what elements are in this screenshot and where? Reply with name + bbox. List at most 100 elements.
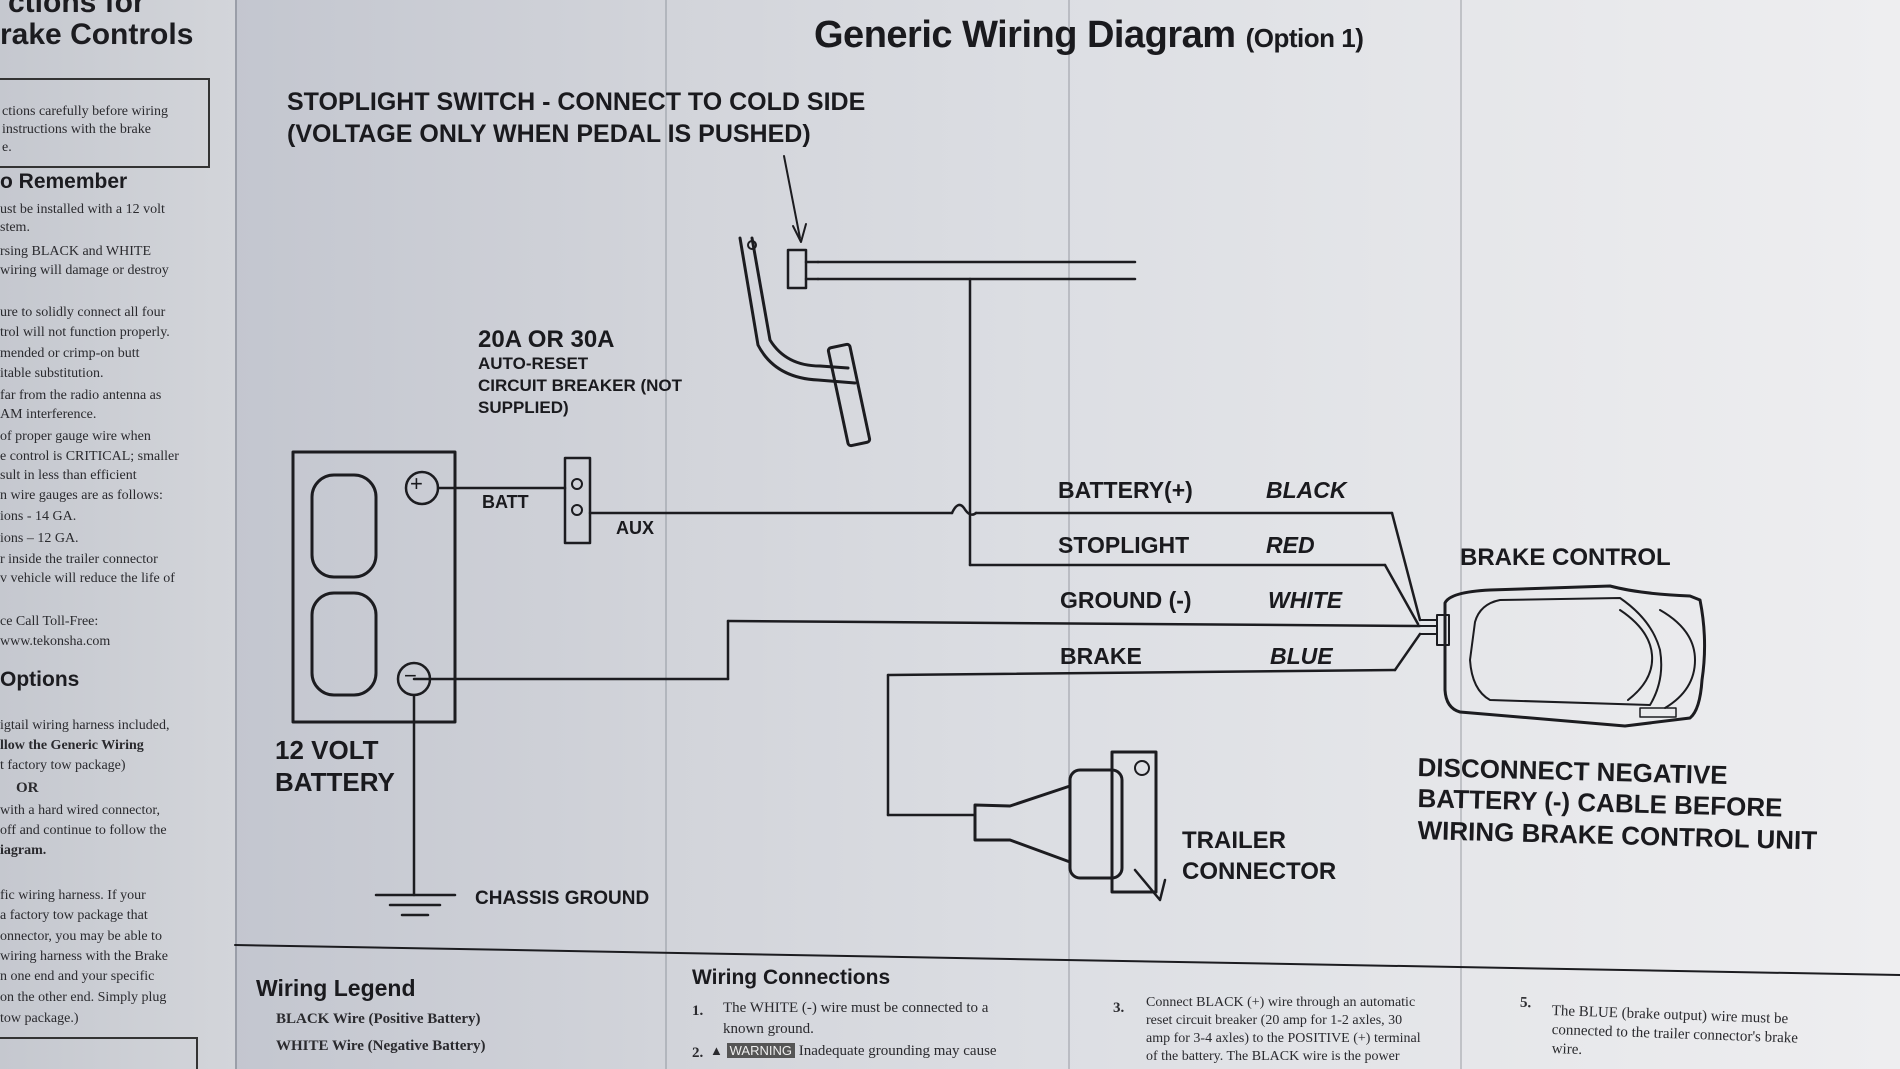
wire-color-blue: BLUE [1270, 643, 1333, 669]
diagram-frame-line [234, 944, 1900, 976]
options-heading: Options [0, 668, 80, 691]
intro-box: ctions carefully before wiring instructi… [0, 78, 210, 168]
battery-label-line1: 12 VOLT [275, 735, 379, 765]
remember-line: stem. [0, 220, 30, 235]
paper-fold [665, 0, 667, 1069]
wire-color-white: WHITE [1268, 587, 1343, 613]
brake-control-unit-icon [1443, 584, 1707, 728]
remember-line: ure to solidly connect all four [0, 305, 166, 320]
diagram-title-option: (Option 1) [1245, 23, 1364, 53]
batt-label: BATT [482, 492, 529, 512]
warning-icon: ▲ [710, 1043, 723, 1058]
diagram-title: Generic Wiring Diagram (Option 1) [814, 14, 1364, 57]
trailer-plug-icon [973, 784, 1072, 864]
remember-line: ions – 12 GA. [0, 531, 79, 546]
intro-line: instructions with the brake [2, 122, 151, 137]
conn5-line: wire. [1551, 1041, 1583, 1059]
breaker-note: AUTO-RESET [478, 354, 589, 373]
stoplight-switch-icon [786, 248, 808, 290]
wire-hop [950, 503, 978, 516]
stoplight-wire-bend [1383, 563, 1420, 626]
chassis-ground-label: CHASSIS GROUND [475, 888, 650, 909]
legend-heading: Wiring Legend [256, 975, 416, 1001]
conn1-line: The WHITE (-) wire must be connected to … [723, 1000, 989, 1016]
website-link[interactable]: www.tekonsha.com [0, 634, 111, 649]
options-line: with a hard wired connector, [0, 803, 160, 818]
aux-label: AUX [616, 518, 655, 538]
conn3-line: reset circuit breaker (20 amp for 1-2 ax… [1146, 1013, 1403, 1028]
trailer-connector-icon [1068, 768, 1124, 880]
stoplight-note-line1: STOPLIGHT SWITCH - CONNECT TO COLD SIDE [287, 88, 866, 116]
conn1-num: 1. [692, 1003, 704, 1019]
options-line: off and continue to follow the [0, 823, 167, 838]
options-line: fic wiring harness. If your [0, 888, 146, 903]
battery-plus-wire-bend [1390, 511, 1422, 622]
paper-fold [1068, 0, 1070, 1069]
brake-control-label: BRAKE CONTROL [1460, 544, 1671, 571]
diagram-title-text: Generic Wiring Diagram [814, 14, 1236, 56]
brake-wire-bend [1393, 632, 1422, 672]
options-line: onnector, you may be able to [0, 929, 162, 944]
options-line: llow the Generic Wiring [0, 738, 144, 753]
conn2-num: 2. [692, 1045, 704, 1061]
conn2-warning-row: ▲ WARNING Inadequate grounding may cause [710, 1043, 997, 1060]
conn3-num: 3. [1113, 1000, 1125, 1016]
conn1-line: known ground. [723, 1021, 814, 1037]
brake-pedal-arm-icon [738, 236, 857, 385]
battery-cell-icon [310, 591, 378, 697]
remember-line: itable substitution. [0, 366, 104, 381]
warning-badge: WARNING [726, 1043, 795, 1058]
remember-line: r inside the trailer connector [0, 552, 158, 567]
options-or: OR [16, 780, 39, 796]
tollfree-line: ce Call Toll-Free: [0, 614, 99, 629]
options-line: a factory tow package that [0, 908, 148, 923]
ground-wire [726, 619, 1422, 628]
legend-item: WHITE Wire (Negative Battery) [276, 1038, 486, 1054]
battery-label-line2: BATTERY [275, 767, 395, 797]
remember-line: wiring will damage or destroy [0, 263, 169, 278]
left-instructions-panel: ctions for rake Controls ctions carefull… [0, 0, 237, 1069]
wire-name-battery: BATTERY(+) [1058, 477, 1193, 503]
remember-heading: o Remember [0, 170, 128, 193]
trailer-connector-label-line1: TRAILER [1182, 827, 1286, 854]
remember-line: of proper gauge wire when [0, 429, 151, 444]
remember-line: ions - 14 GA. [0, 509, 77, 524]
left-title-line2: rake Controls [0, 18, 194, 51]
plus-symbol: + [410, 471, 423, 496]
wire-color-red: RED [1266, 532, 1315, 558]
wire-name-ground: GROUND (-) [1060, 587, 1192, 613]
remember-line: mended or crimp-on butt [0, 346, 140, 361]
wire-name-stoplight: STOPLIGHT [1058, 532, 1190, 558]
intro-line: ctions carefully before wiring [2, 104, 168, 119]
vent-icon [1639, 707, 1677, 718]
wire-color-black: BLACK [1266, 477, 1347, 503]
wire-name-brake: BRAKE [1060, 643, 1142, 669]
minus-symbol: − [404, 663, 417, 688]
trailer-connector-label-line2: CONNECTOR [1182, 858, 1337, 885]
remember-line: sult in less than efficient [0, 468, 137, 483]
options-line: t factory tow package) [0, 758, 126, 773]
remember-line: trol will not function properly. [0, 325, 170, 340]
switch-pointer-arrow [783, 155, 801, 239]
conn3-line: of the battery. The BLACK wire is the po… [1146, 1049, 1400, 1064]
intro-line: e. [2, 140, 12, 155]
brake-wire [886, 668, 1397, 677]
battery-body [291, 450, 457, 724]
connections-heading: Wiring Connections [692, 966, 891, 989]
options-line: iagram. [0, 843, 47, 858]
remember-line: e control is CRITICAL; smaller [0, 449, 179, 464]
conn3-line: amp for 3-4 axles) to the POSITIVE (+) t… [1146, 1031, 1421, 1046]
options-line: tow package.) [0, 1011, 79, 1026]
circuit-breaker-icon [563, 456, 592, 545]
options-line: wiring harness with the Brake [0, 949, 168, 964]
conn3-line: Connect BLACK (+) wire through an automa… [1146, 995, 1416, 1010]
bottom-left-box [0, 1037, 198, 1069]
remember-line: ust be installed with a 12 volt [0, 202, 165, 217]
battery-cell-icon [310, 473, 378, 579]
breaker-rating: 20A OR 30A [478, 326, 615, 353]
remember-line: v vehicle will reduce the life of [0, 571, 175, 586]
paper-fold [1460, 0, 1462, 1069]
breaker-note: SUPPLIED) [478, 398, 569, 417]
